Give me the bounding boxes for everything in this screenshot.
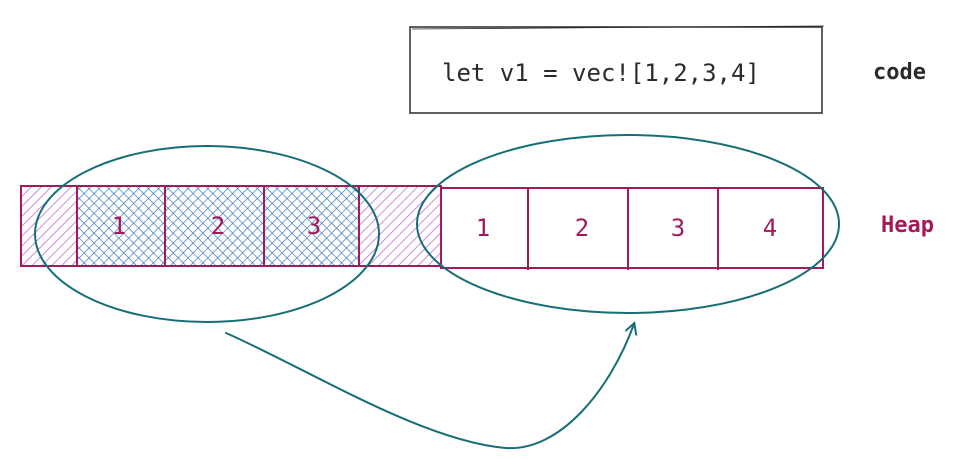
code-box: let v1 = vec![1,2,3,4] — [409, 25, 825, 114]
heap-old-cell-1: 1 — [112, 212, 126, 240]
ellipse-old-region — [34, 145, 380, 323]
ellipse-new-region — [416, 134, 840, 314]
heap-old-cell-3: 3 — [307, 212, 321, 240]
heap-old-block: 1 2 3 — [20, 185, 442, 267]
move-arrow — [225, 324, 634, 450]
code-label: code — [873, 60, 926, 85]
heap-new-cell-2: 2 — [575, 214, 589, 242]
heap-new-cell-4: 4 — [763, 214, 777, 242]
heap-new-block: 1 2 3 4 — [440, 187, 824, 270]
heap-old-cell-2: 2 — [211, 212, 225, 240]
heap-label: Heap — [881, 213, 934, 238]
code-box-text: let v1 = vec![1,2,3,4] — [442, 59, 760, 87]
heap-new-cell-3: 3 — [671, 214, 685, 242]
heap-new-cell-1: 1 — [476, 214, 490, 242]
